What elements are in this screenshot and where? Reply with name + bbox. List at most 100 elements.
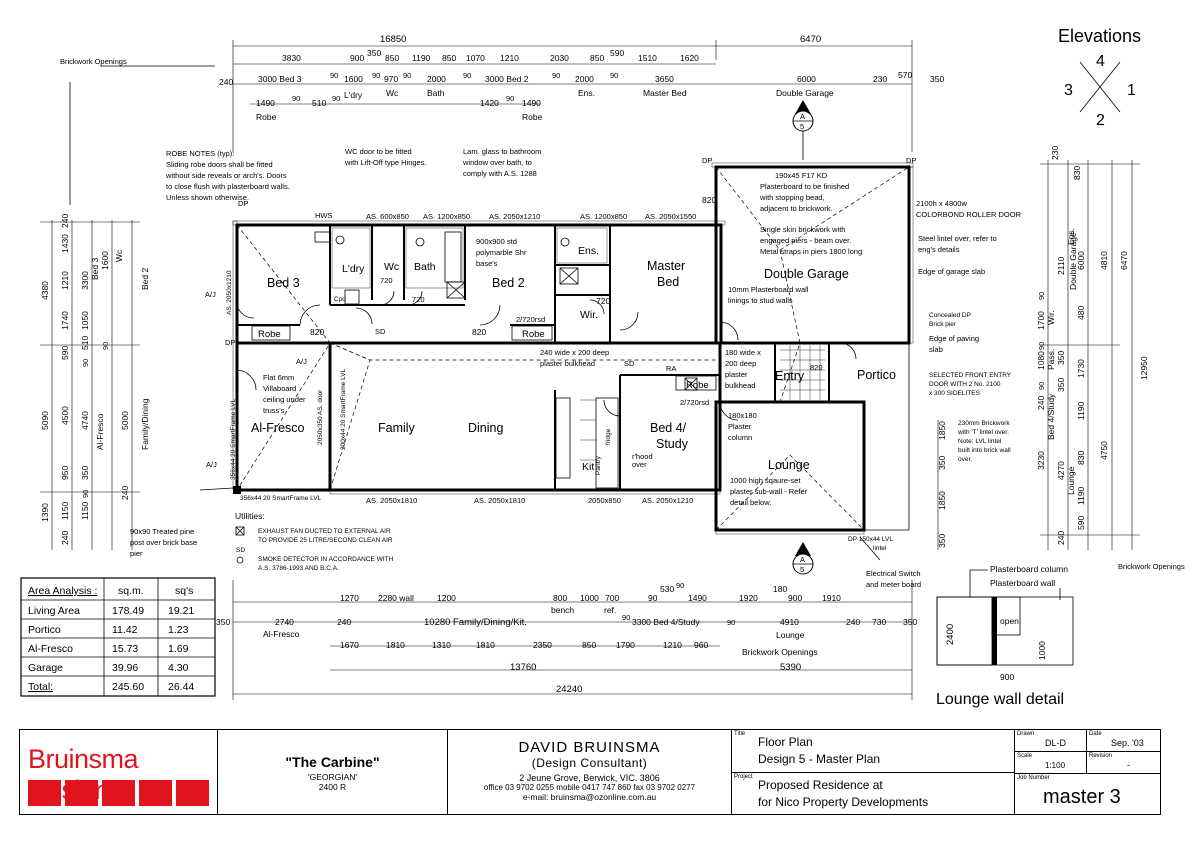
svg-text:Brickwork Openings: Brickwork Openings [742,647,818,657]
room-bed3: Bed 3 [267,276,300,290]
svg-text:2000: 2000 [575,74,594,84]
svg-text:350: 350 [903,617,917,627]
room-family: Family [378,421,416,435]
room-alfresco: Al-Fresco [251,421,305,435]
brand-block [28,780,61,806]
revision-value: - [1127,760,1130,770]
svg-text:DP: DP [702,156,712,165]
brand-block [176,780,209,806]
svg-text:Bed 3: Bed 3 [90,258,100,280]
right-dimensions: 12950 6470 230 830 2110 6000 4810 90 480… [937,146,1185,571]
svg-text:2400: 2400 [945,624,956,645]
svg-text:1490: 1490 [522,98,541,108]
svg-text:90: 90 [101,342,110,350]
svg-text:1810: 1810 [386,640,405,650]
svg-text:DP: DP [906,156,916,165]
svg-text:1670: 1670 [340,640,359,650]
svg-text:350: 350 [1056,351,1066,365]
svg-text:1200: 1200 [437,593,456,603]
svg-text:240: 240 [1036,396,1046,410]
svg-text:Bed 4/Study: Bed 4/Study [1046,393,1056,440]
svg-text:6470: 6470 [1119,251,1129,270]
svg-text:1310: 1310 [432,640,451,650]
svg-text:1740: 1740 [60,311,70,330]
svg-text:1000: 1000 [580,593,599,603]
project-model: 2400 R [318,782,347,792]
svg-text:350: 350 [367,48,381,58]
svg-text:A: A [800,112,805,121]
svg-text:Garage: Garage [28,662,63,674]
svg-text:12950: 12950 [1139,356,1149,380]
svg-text:90: 90 [81,359,90,367]
svg-text:3650: 3650 [655,74,674,84]
room-laundry: L'dry [342,263,365,275]
svg-text:230: 230 [1050,146,1060,160]
svg-text:850: 850 [442,53,456,63]
svg-text:AS. 600x850: AS. 600x850 [366,212,409,221]
svg-text:Robe: Robe [522,329,545,340]
svg-text:5: 5 [800,122,804,131]
svg-text:RA: RA [666,364,676,373]
svg-text:240: 240 [120,486,130,500]
svg-text:Pass.: Pass. [1046,349,1056,370]
svg-text:6000: 6000 [1076,251,1086,270]
svg-text:590: 590 [610,48,624,58]
svg-text:DP: DP [238,199,248,208]
designer-address: 2 Jeune Grove, Berwick, VIC. 3806 [519,773,660,783]
svg-text:6000: 6000 [797,74,816,84]
svg-text:700: 700 [605,593,619,603]
svg-text:1190: 1190 [412,53,431,63]
svg-text:Master Bed: Master Bed [643,88,687,98]
svg-text:2000: 2000 [427,74,446,84]
svg-text:950: 950 [60,466,70,480]
svg-text:90: 90 [727,618,735,627]
svg-text:1730: 1730 [1076,359,1086,378]
svg-text:Pantry: Pantry [595,455,602,475]
svg-text:1150: 1150 [80,501,90,520]
elevations-compass: 4 3 1 2 [1064,53,1136,129]
svg-text:90: 90 [506,94,514,103]
svg-text:4740: 4740 [80,411,90,430]
svg-text:970: 970 [384,74,398,84]
svg-text:r'hood: r'hood [632,452,653,461]
svg-text:over: over [632,460,647,469]
svg-text:1910: 1910 [822,593,841,603]
svg-text:lintel: lintel [873,545,887,552]
top-dimensions: 16850 6470 3830 900 350 850 1190 850 107… [219,34,944,152]
svg-text:L'dry: L'dry [344,90,363,100]
svg-text:1430: 1430 [60,234,70,253]
svg-text:3300: 3300 [80,271,90,290]
svg-text:1070: 1070 [466,53,485,63]
brand-block [102,780,135,806]
svg-text:4810: 4810 [1099,251,1109,270]
svg-text:90: 90 [292,94,300,103]
svg-text:178.49: 178.49 [112,605,144,617]
svg-text:AS. 1200x850: AS. 1200x850 [423,212,470,221]
svg-text:AS. 2050x1550: AS. 2050x1550 [645,212,696,221]
svg-text:AS. 2050x1210: AS. 2050x1210 [489,212,540,221]
svg-text:Double Garage: Double Garage [1068,232,1078,290]
svg-text:4: 4 [1096,53,1105,70]
svg-text:1050: 1050 [80,311,90,330]
svg-text:3230: 3230 [1036,451,1046,470]
svg-text:720: 720 [380,276,393,285]
svg-text:1490: 1490 [256,98,275,108]
svg-text:1850: 1850 [937,491,947,510]
svg-text:4270: 4270 [1056,461,1066,480]
svg-text:24240: 24240 [556,684,582,695]
svg-text:Wir.: Wir. [1046,310,1056,325]
svg-text:820: 820 [310,327,324,337]
svg-text:90: 90 [552,71,560,80]
svg-text:1.23: 1.23 [168,624,189,636]
svg-text:Robe: Robe [522,112,543,122]
area-analysis-heading: Area Analysis : [28,585,97,597]
svg-text:2030: 2030 [550,53,569,63]
section-marker-top: A 5 [792,100,814,160]
svg-text:90: 90 [332,94,340,103]
svg-text:Al-Fresco: Al-Fresco [28,643,73,655]
